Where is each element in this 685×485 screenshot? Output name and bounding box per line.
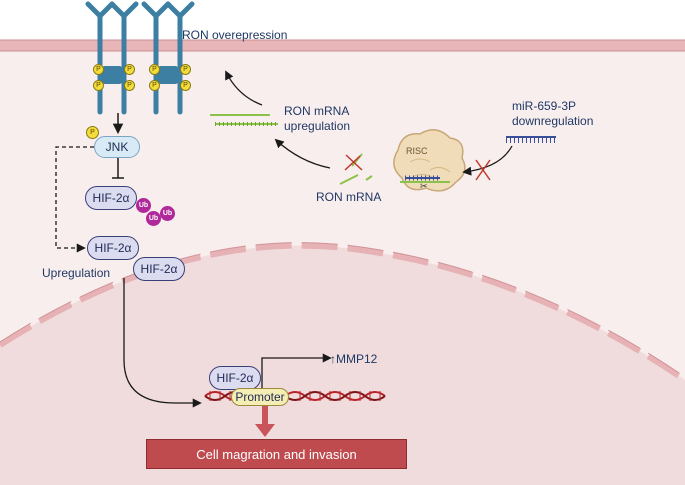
promoter-region: Promoter [231, 388, 289, 406]
hif-2a-cytoplasm: HIF-2α [85, 186, 137, 210]
phosphate-icon: P [180, 80, 191, 91]
ron-receptor-1 [85, 1, 139, 115]
mmp12-label: ↑MMP12 [330, 352, 378, 366]
phosphate-icon: P [124, 80, 135, 91]
cell-migration-invasion-box: Cell magration and invasion [146, 439, 407, 469]
phosphate-icon: P [124, 64, 135, 75]
ron-mrna-upregulation-label-1: RON mRNA [284, 104, 350, 118]
ron-overexpression-label: RON overepression [182, 28, 288, 42]
phosphate-icon: P [93, 64, 104, 75]
ubiquitin-icon: Ub [146, 211, 161, 226]
plasma-membrane [0, 40, 685, 51]
ron-mrna-upregulation-label-2: upregulation [284, 119, 351, 133]
nuclear-translocation-arrow [123, 278, 202, 408]
risc-complex [393, 129, 466, 192]
upregulation-arrow [274, 138, 331, 169]
transcription-arrow [261, 353, 332, 390]
phosphate-icon: P [180, 64, 191, 75]
mir-label-2: downregulation [512, 114, 594, 128]
ron-mrna-strand [210, 114, 278, 126]
phosphate-icon: P [86, 126, 99, 139]
phosphate-icon: P [149, 80, 160, 91]
risc-label: RISC [406, 146, 428, 156]
upregulation-label: Upregulation [42, 266, 111, 280]
phosphate-icon: P [149, 64, 160, 75]
phosphate-icon: P [93, 80, 104, 91]
nucleus [0, 242, 685, 485]
ubiquitin-icon: Ub [136, 198, 151, 213]
ron-mrna-label: RON mRNA [316, 190, 382, 204]
translation-arrow [225, 70, 263, 106]
mir-label-1: miR-659-3P [512, 99, 577, 113]
outcome-arrow-head [255, 424, 275, 437]
outcome-arrow-shaft [262, 405, 268, 427]
cleaved-mrna [339, 153, 373, 185]
mir-strand [506, 136, 556, 143]
ubiquitin-icon: Ub [160, 206, 175, 221]
block-cross-icon [475, 159, 491, 181]
blocked-arrow [462, 145, 513, 176]
hif-2a-upregulated: HIF-2α [87, 236, 139, 260]
hif-2a-nuclear-entry: HIF-2α [133, 257, 185, 281]
hif-2a-promoter: HIF-2α [209, 366, 261, 390]
scissors-icon: ✂ [420, 181, 428, 191]
jnk-node: JNK [94, 136, 140, 158]
